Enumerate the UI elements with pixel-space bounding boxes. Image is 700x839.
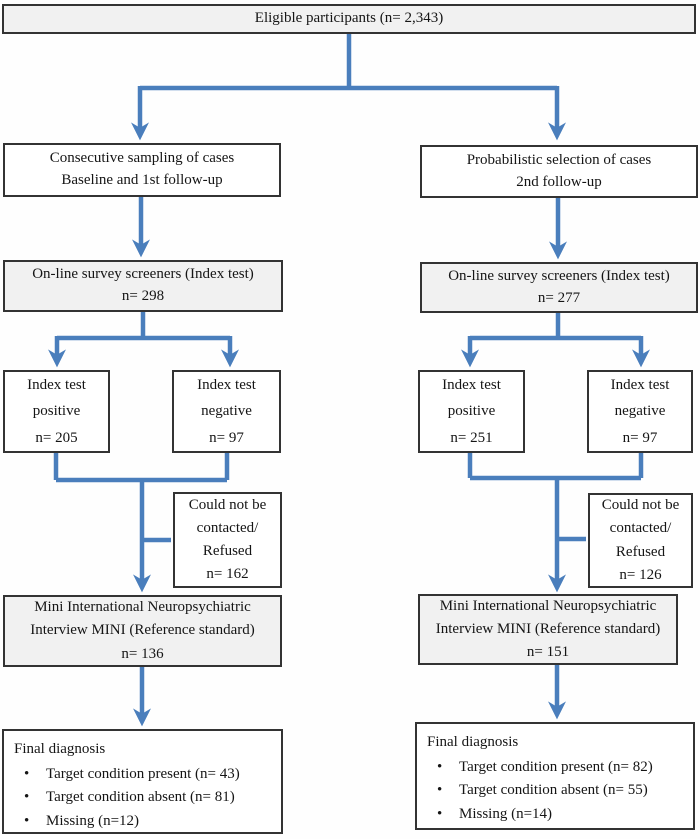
- eligible-participants-label: Eligible participants (n= 2,343): [254, 10, 444, 27]
- right-sampling-box: Probabilistic selection of cases 2nd fol…: [420, 145, 698, 198]
- right-index-negative-box: Index test negative n= 97: [587, 370, 693, 453]
- right-sampling-line1: Probabilistic selection of cases: [466, 151, 652, 168]
- left-index-negative-n: n= 97: [209, 429, 244, 446]
- left-final-bullets: Target condition present (n= 43) Target …: [12, 762, 240, 834]
- right-final-bullet-present: Target condition present (n= 82): [425, 756, 653, 779]
- right-index-positive-line2: positive: [447, 403, 496, 420]
- left-mini-n: n= 136: [121, 645, 164, 662]
- right-screener-n: n= 277: [537, 289, 581, 306]
- left-index-negative-line2: negative: [201, 403, 252, 420]
- left-not-contacted-line3: Refused: [202, 543, 253, 559]
- right-index-positive-line1: Index test: [442, 377, 501, 394]
- left-sampling-line2: Baseline and 1st follow-up: [61, 172, 223, 188]
- right-index-positive-n: n= 251: [450, 429, 493, 446]
- right-not-contacted-line3: Refused: [615, 543, 666, 560]
- right-final-bullets: Target condition present (n= 82) Target …: [425, 755, 653, 827]
- right-mini-line2: Interview MINI (Reference standard): [435, 620, 661, 637]
- right-screener-box: On-line survey screeners (Index test) n=…: [420, 262, 698, 313]
- right-final-bullet-absent: Target condition absent (n= 55): [425, 779, 653, 802]
- left-index-positive-line1: Index test: [27, 377, 86, 394]
- left-index-positive-n: n= 205: [35, 429, 78, 446]
- left-index-negative-line1: Index test: [197, 377, 256, 394]
- left-screener-n: n= 298: [121, 288, 165, 304]
- right-final-diagnosis-box: Final diagnosis Target condition present…: [415, 722, 695, 830]
- left-not-contacted-line2: contacted/: [196, 519, 259, 536]
- eligible-participants-box: Eligible participants (n= 2,343): [2, 4, 696, 34]
- left-not-contacted-line1: Could not be: [188, 496, 267, 513]
- left-sampling-line1: Consecutive sampling of cases: [49, 150, 235, 167]
- left-sampling-box: Consecutive sampling of cases Baseline a…: [3, 143, 281, 197]
- left-screener-box: On-line survey screeners (Index test) n=…: [3, 260, 283, 312]
- left-final-bullet-present: Target condition present (n= 43): [12, 763, 240, 786]
- right-screener-line1: On-line survey screeners (Index test): [448, 267, 670, 284]
- right-not-contacted-box: Could not be contacted/ Refused n= 126: [588, 493, 693, 588]
- left-mini-line1: Mini International Neuropsychiatric: [34, 599, 251, 616]
- right-index-negative-line1: Index test: [610, 377, 670, 394]
- left-not-contacted-n: n= 162: [206, 566, 249, 583]
- left-final-bullet-missing: Missing (n=12): [12, 810, 240, 833]
- left-final-title: Final diagnosis: [14, 741, 106, 757]
- left-index-negative-box: Index test negative n= 97: [172, 370, 281, 453]
- right-index-positive-box: Index test positive n= 251: [418, 370, 525, 453]
- right-final-bullet-missing: Missing (n=14): [425, 803, 653, 826]
- left-screener-line1: On-line survey screeners (Index test): [32, 266, 254, 283]
- left-final-bullet-absent: Target condition absent (n= 81): [12, 786, 240, 809]
- right-mini-box: Mini International Neuropsychiatric Inte…: [418, 594, 678, 665]
- left-mini-line2: Interview MINI (Reference standard): [30, 622, 255, 639]
- left-index-positive-box: Index test positive n= 205: [3, 370, 110, 453]
- left-final-diagnosis-box: Final diagnosis Target condition present…: [2, 729, 283, 834]
- right-mini-n: n= 151: [526, 644, 570, 661]
- left-not-contacted-box: Could not be contacted/ Refused n= 162: [173, 492, 282, 588]
- right-mini-line1: Mini International Neuropsychiatric: [439, 597, 657, 614]
- right-index-negative-line2: negative: [614, 403, 666, 420]
- right-not-contacted-line1: Could not be: [601, 497, 680, 513]
- right-sampling-line2: 2nd follow-up: [516, 173, 602, 190]
- right-index-negative-n: n= 97: [622, 429, 658, 446]
- left-mini-box: Mini International Neuropsychiatric Inte…: [3, 595, 282, 667]
- left-index-positive-line2: positive: [32, 403, 81, 420]
- right-not-contacted-line2: contacted/: [609, 520, 672, 537]
- right-not-contacted-n: n= 126: [619, 566, 662, 583]
- right-final-title: Final diagnosis: [427, 734, 519, 750]
